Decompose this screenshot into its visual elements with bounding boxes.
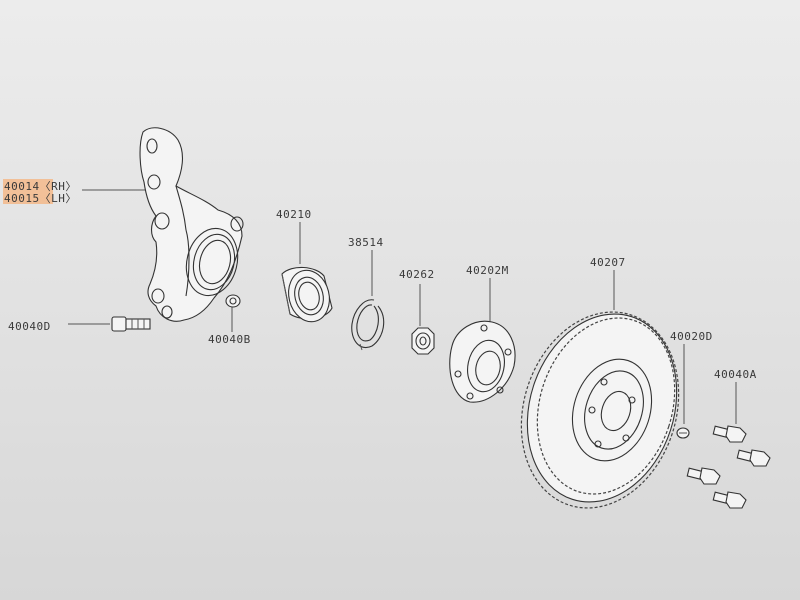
label-40020d[interactable]: 40020D [670,330,713,343]
label-40210[interactable]: 40210 [276,208,312,221]
snap-ring-38514[interactable] [351,299,385,351]
bolt-40040d-shape[interactable] [111,316,151,332]
label-40040a[interactable]: 40040A [714,368,757,381]
wheel-bolt-1 [712,425,747,443]
label-38514[interactable]: 38514 [348,236,384,249]
label-40202m[interactable]: 40202M [466,264,509,277]
label-40015-lh[interactable]: 40015〈LH〉 [4,192,77,205]
label-40262[interactable]: 40262 [399,268,435,281]
label-highlight-lh [3,192,53,204]
label-highlight-rh [3,179,53,192]
label-40040b[interactable]: 40040B [208,333,251,346]
wheel-bolt-4 [712,491,747,509]
nut-40262[interactable] [411,327,435,355]
label-40014-rh[interactable]: 40014〈RH〉 [4,180,77,193]
wheel-bolt-3 [686,467,721,485]
wheel-bolts-40040a[interactable] [686,425,771,509]
bushing-40040b-shape[interactable] [225,294,241,308]
hub-40202m[interactable] [449,320,516,403]
leader-lines [68,189,737,424]
screw-40020d[interactable] [676,427,690,439]
wheel-bolt-2 [736,449,771,467]
label-40040d[interactable]: 40040D [8,320,51,333]
label-40207[interactable]: 40207 [590,256,626,269]
wheel-bearing-40210[interactable] [281,266,335,326]
steering-knuckle[interactable] [139,127,244,322]
brake-rotor-40207[interactable] [497,291,703,528]
